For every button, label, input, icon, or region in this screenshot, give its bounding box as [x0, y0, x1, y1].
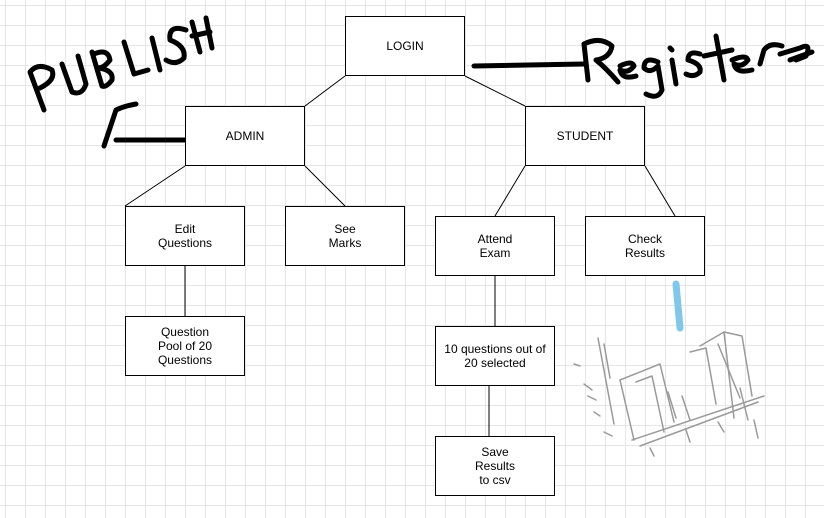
node-save-results: Save Results to csv [435, 436, 555, 496]
node-see-marks: See Marks [285, 206, 405, 266]
connector-student-results [644, 165, 676, 217]
publish-handwriting [27, 15, 215, 149]
node-login: LOGIN [345, 16, 465, 76]
node-student: STUDENT [525, 106, 645, 166]
connector-admin-edit [124, 165, 186, 207]
register-handwriting [471, 33, 815, 99]
connector-admin-marks [304, 165, 346, 207]
node-admin: ADMIN [185, 106, 305, 166]
connector-login-admin [304, 75, 346, 107]
node-question-pool: Question Pool of 20 Questions [125, 316, 245, 376]
node-attend-exam: Attend Exam [435, 216, 555, 276]
node-ten-questions: 10 questions out of 20 selected [435, 326, 555, 386]
pencil-sketch [573, 331, 765, 457]
connector-login-student [464, 75, 526, 107]
node-check-results: Check Results [585, 216, 705, 276]
highlighter-mark [672, 280, 684, 332]
node-edit-questions: Edit Questions [125, 206, 245, 266]
connector-student-attend [494, 165, 526, 217]
